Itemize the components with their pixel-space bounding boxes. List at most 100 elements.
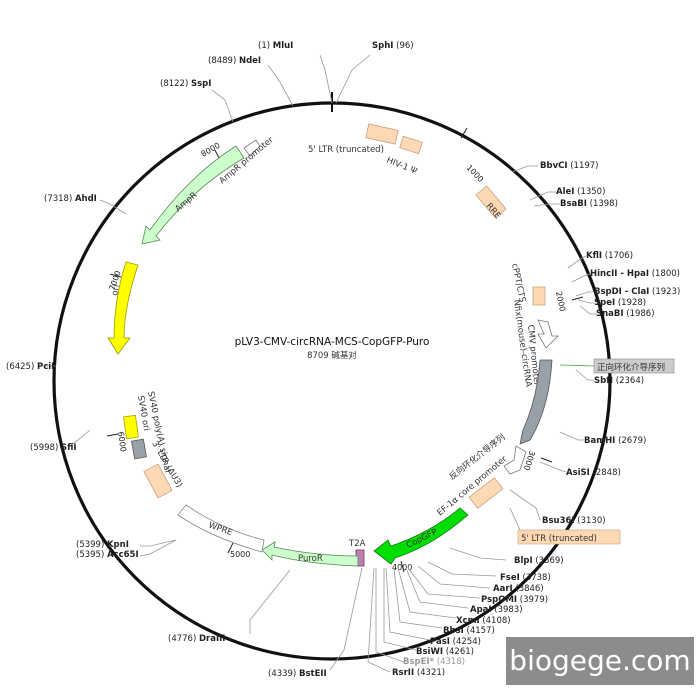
leader-bspei [375, 568, 405, 663]
plasmid-title: pLV3-CMV-circRNA-MCS-CopGFP-Puro [235, 336, 430, 348]
site-hincii-hpai: HincII - HpaI (1800) [590, 269, 680, 279]
tick-2000 [571, 296, 584, 301]
tick-7000 [109, 273, 122, 278]
leader-snabi [579, 305, 596, 315]
site-draiii: (4776) DraIII [168, 634, 225, 644]
tick-label-2000: 2000 [554, 291, 567, 313]
site-blpi: BlpI (3569) [514, 556, 564, 566]
site-ahdi: (7318) AhdI [44, 194, 97, 204]
site-rsrii: RsrII (4321) [392, 668, 445, 678]
leader-kfli [567, 255, 587, 269]
leader-alei [529, 191, 556, 201]
sv40-polya-label: SV40 poly(A) signal [145, 391, 172, 474]
leader-sfii [69, 429, 91, 447]
site-sspi: (8122) SspI [160, 79, 211, 89]
leader-fsei [427, 561, 497, 577]
site-bspdi-clai: BspDI - ClaI (1923) [594, 287, 680, 297]
site-sphi: SphI (96) [372, 41, 414, 51]
site-xcmi: XcmI (4108) [456, 616, 511, 626]
wpre-arrow [177, 504, 265, 553]
tick-1000 [460, 127, 468, 139]
site-labels: (1) MluI SphI (96) (8489) NdeI (8122) Ss… [6, 41, 680, 679]
site-aari: AarI (3846) [493, 584, 544, 594]
ampr-promoter-arrow [243, 139, 261, 157]
leader-bamhi [559, 431, 584, 441]
ltr5-label-box-text: 5' LTR (truncated) [521, 534, 597, 544]
nfix-arrow [537, 319, 559, 349]
tick-4000 [400, 560, 405, 573]
site-pasi: PasI (4254) [430, 637, 481, 647]
site-sbfi: SbfI (2364) [594, 376, 644, 386]
site-bbvci: BbvCI (1197) [540, 161, 598, 171]
leader-pspomi [407, 567, 481, 599]
leader-sbfi [575, 369, 594, 381]
site-bbsi: BbsI (4157) [443, 626, 495, 636]
leader-mlui [319, 54, 333, 104]
copgfp-arrow [373, 507, 469, 565]
leader-bbsi [393, 567, 443, 629]
site-sfii: (5998) SfiI [30, 443, 77, 453]
leader-apai [405, 567, 469, 609]
tick-6000 [106, 433, 119, 437]
site-snabi: SnaBI (1986) [596, 309, 655, 319]
cppt-label: cPPT/CTS [509, 263, 527, 304]
leader-asisi [539, 461, 567, 473]
site-bsabi: BsaBI (1398) [560, 199, 618, 209]
watermark-logo: biogege.com [506, 637, 694, 685]
leader-bsabi [533, 203, 560, 207]
plasmid-size: 8709 碱基对 [307, 350, 357, 361]
site-alei: AleI (1350) [556, 187, 605, 197]
tick-5000 [227, 542, 234, 554]
leader-blpi [449, 547, 507, 561]
ltr5-label-box [517, 529, 621, 545]
reverse-seq-arrow [503, 445, 527, 475]
leader-bsteii [329, 567, 363, 671]
site-bsiwi: BsiWI (4261) [416, 647, 474, 657]
site-apai: ApaI (3983) [470, 605, 523, 615]
hiv-psi-box [399, 135, 423, 155]
site-spei: SpeI (1928) [594, 298, 646, 308]
ef1a-box [468, 477, 504, 509]
site-kpni: (5399) KpnI [76, 540, 129, 550]
leader-aari [417, 565, 491, 589]
leader-claI [575, 291, 594, 297]
forward-seq-leader [559, 364, 595, 367]
leader-sphi [335, 54, 371, 104]
ori-arrow [107, 261, 139, 355]
site-mlui: (1) MluI [258, 41, 293, 51]
ltr5-label-top: 5' LTR (truncated) [308, 145, 384, 155]
site-kfli: KflI (1706) [586, 251, 633, 261]
leader-acc65i [139, 539, 177, 557]
leader-bsiwi [383, 568, 417, 651]
tick-label-4000: 4000 [392, 563, 412, 572]
forward-seq-box [593, 358, 675, 374]
leader-bbvci [511, 165, 538, 173]
t2a-label: T2A [348, 539, 366, 549]
site-pcii: (6425) PciI [6, 362, 54, 372]
cmv-promoter-arrow [519, 359, 553, 445]
leader-spei [577, 299, 594, 304]
ori-label: ori [110, 284, 122, 297]
leader-xcmi [397, 567, 457, 619]
puror-arrow [261, 541, 359, 567]
cppt-box [532, 286, 546, 306]
site-bsu36i: Bsu36I (3130) [542, 516, 606, 526]
sv40-ori-box [131, 438, 147, 460]
leader-kpni [140, 539, 177, 547]
ampr-arrow [141, 145, 245, 245]
leader-sspi [211, 89, 234, 123]
site-acc65i: (5395) Acc65I [76, 550, 139, 560]
site-ndei: (8489) NdeI [208, 56, 261, 66]
sv40-polya-box [123, 414, 139, 440]
tick-label-5000: 5000 [230, 550, 250, 559]
site-bspei: BspEI* (4318) [403, 657, 465, 667]
rre-box [475, 185, 507, 219]
leader-draiii [249, 569, 291, 634]
tick-3000 [540, 457, 553, 463]
hiv-psi-label: HIV-1 Ψ [385, 156, 419, 177]
site-pspomi: PspOMI (3979) [481, 595, 548, 605]
forward-seq-label: 正向环化介导序列 [597, 362, 665, 373]
leader-hincii [571, 273, 591, 283]
tick-label-1000: 1000 [465, 163, 486, 184]
